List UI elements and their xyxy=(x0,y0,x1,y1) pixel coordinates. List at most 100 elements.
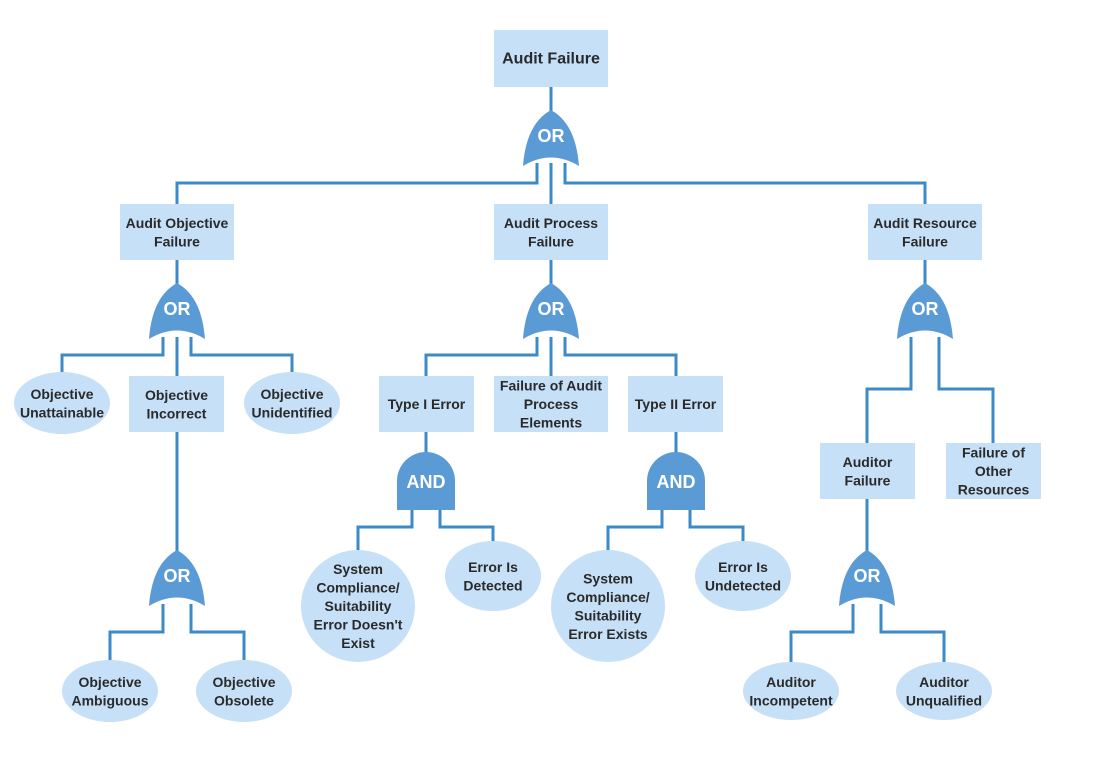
node-label-line: Process xyxy=(524,396,579,412)
connector-line xyxy=(189,337,294,372)
node-label-line: Compliance/ xyxy=(566,589,649,605)
node-label-line: Auditor xyxy=(766,674,816,690)
event-ellipse xyxy=(743,662,839,720)
event-box xyxy=(868,204,982,260)
node-label-line: Compliance/ xyxy=(316,580,399,596)
event-ellipse xyxy=(896,662,992,720)
connector-line xyxy=(688,508,745,542)
gate-label: AND xyxy=(657,472,696,492)
connector-line xyxy=(879,604,946,663)
event-box xyxy=(120,204,234,260)
node-label-line: Obsolete xyxy=(214,692,274,708)
node-label-line: Error Exists xyxy=(568,626,648,642)
type-ii-error-node: Type II Error xyxy=(628,376,723,432)
connector-line xyxy=(189,604,246,661)
node-label-line: Audit Process xyxy=(504,215,598,231)
node-label-line: Other xyxy=(975,463,1013,479)
connector-line xyxy=(356,508,414,551)
node-label-line: Objective xyxy=(30,386,93,402)
event-box xyxy=(494,376,608,432)
event-ellipse xyxy=(301,550,415,662)
gate-shape xyxy=(149,283,205,339)
node-label-line: Failure xyxy=(845,472,891,488)
gate-shape xyxy=(523,283,579,339)
node-label-line: Detected xyxy=(463,577,522,593)
event-box xyxy=(379,376,474,432)
node-label-line: Unattainable xyxy=(20,404,104,420)
event-ellipse xyxy=(445,541,541,611)
node-label-line: Objective xyxy=(145,387,208,403)
event-box xyxy=(494,204,608,260)
connector-line xyxy=(865,337,913,443)
node-label-line: Auditor xyxy=(919,674,969,690)
gate-label: OR xyxy=(854,566,881,586)
gate-shape xyxy=(397,452,455,510)
node-label-line: Objective xyxy=(260,386,323,402)
connector-line xyxy=(789,604,855,663)
event-ellipse xyxy=(196,660,292,722)
node-label-line: Suitability xyxy=(575,607,642,623)
event-box xyxy=(820,443,915,499)
node-label-line: Undetected xyxy=(705,577,781,593)
gate-label: OR xyxy=(912,299,939,319)
or-gate: OR xyxy=(523,110,579,166)
or-gate: OR xyxy=(523,283,579,339)
connector-lines xyxy=(60,87,995,663)
gate-shape xyxy=(149,550,205,606)
event-ellipse xyxy=(695,541,791,611)
or-gate: OR xyxy=(839,550,895,606)
node-label-line: Audit Resource xyxy=(873,215,977,231)
node-label-line: Failure xyxy=(528,233,574,249)
gate-shape xyxy=(647,452,705,510)
gate-shape xyxy=(897,283,953,339)
node-label-line: Error Is xyxy=(468,559,518,575)
gate-label: OR xyxy=(164,299,191,319)
error-is-undetected-node: Error Is Undetected xyxy=(695,541,791,611)
connector-line xyxy=(60,337,165,372)
node-label-line: Exist xyxy=(341,635,375,651)
connector-line xyxy=(937,337,995,443)
node-label-line: Objective xyxy=(78,674,141,690)
type-i-error-node: Type I Error xyxy=(379,376,474,432)
logic-gates: OR OR OR OR OR OR AND AND xyxy=(149,110,953,606)
node-label-line: Incorrect xyxy=(147,405,207,421)
node-label-line: Ambiguous xyxy=(72,692,149,708)
node-label-line: Failure xyxy=(902,233,948,249)
connector-line xyxy=(175,163,539,204)
connector-line xyxy=(424,337,539,376)
or-gate: OR xyxy=(149,550,205,606)
node-label-line: Unqualified xyxy=(906,692,982,708)
or-gate: OR xyxy=(897,283,953,339)
node-label-line: Auditor xyxy=(843,454,893,470)
node-label-line: Failure of Audit xyxy=(500,378,602,394)
node-label-line: Failure of xyxy=(962,445,1025,461)
or-gate: OR xyxy=(149,283,205,339)
and-gate: AND xyxy=(397,452,455,510)
node-label-line: Incompetent xyxy=(749,692,833,708)
gate-label: OR xyxy=(538,299,565,319)
node-label-line: Audit Objective xyxy=(126,215,229,231)
node-label-line: Type II Error xyxy=(635,396,717,412)
error-is-detected-node: Error Is Detected xyxy=(445,541,541,611)
event-box xyxy=(129,376,224,432)
node-label-line: Elements xyxy=(520,415,582,431)
event-ellipse xyxy=(14,372,110,434)
node-label-line: Objective xyxy=(212,674,275,690)
node-label-line: Audit Failure xyxy=(502,51,600,68)
node-label-line: Suitability xyxy=(325,598,392,614)
node-label-line: Error Is xyxy=(718,559,768,575)
